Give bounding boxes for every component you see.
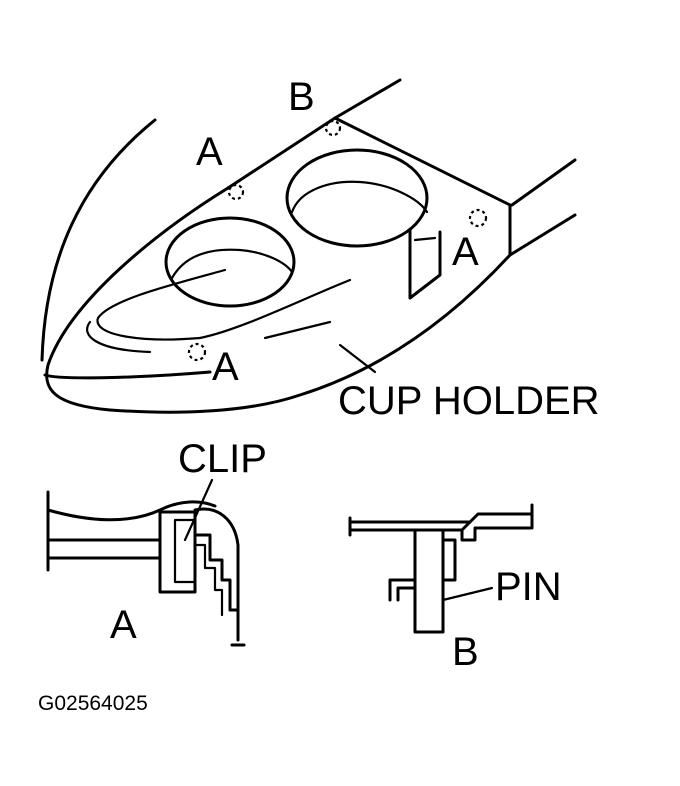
label-cup-holder: CUP HOLDER bbox=[338, 379, 600, 423]
clip-marker-a-top bbox=[227, 183, 245, 201]
label-a-top: A bbox=[196, 130, 223, 174]
detail-b-pin bbox=[348, 503, 534, 634]
clip-marker-a-bottom bbox=[187, 342, 207, 362]
clip-marker-a-right bbox=[468, 208, 488, 228]
pin-leader bbox=[441, 586, 494, 602]
label-a-detail: A bbox=[110, 603, 137, 647]
console-panel bbox=[40, 78, 577, 414]
label-a-right: A bbox=[452, 230, 479, 274]
cup-hole-right bbox=[285, 148, 442, 300]
clip-marker-b bbox=[324, 119, 342, 137]
cup-hole-left bbox=[164, 216, 296, 308]
cup-holder-leader bbox=[338, 343, 377, 374]
label-pin: PIN bbox=[495, 565, 562, 609]
detail-a-clip bbox=[46, 490, 246, 647]
figure-code: G02564025 bbox=[38, 692, 148, 715]
label-a-bottom: A bbox=[212, 345, 239, 389]
clip-leader bbox=[183, 478, 214, 542]
label-b-top: B bbox=[288, 75, 315, 119]
label-clip: CLIP bbox=[178, 437, 267, 481]
label-b-detail: B bbox=[452, 630, 479, 674]
